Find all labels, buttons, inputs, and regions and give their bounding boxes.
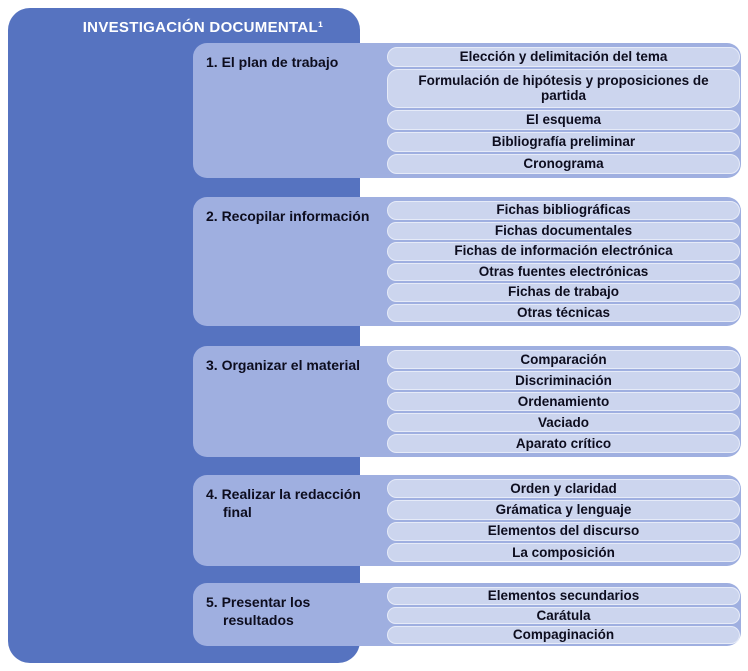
stage-item: Elementos del discurso xyxy=(387,521,740,541)
stage-item: El esquema xyxy=(387,109,740,130)
stage-item: Carátula xyxy=(387,606,740,625)
stage-item: Comparación xyxy=(387,350,740,369)
stage-item: Elección y delimitación del tema xyxy=(387,47,740,68)
stage-group-1: 1. El plan de trabajo Elección y delimit… xyxy=(193,43,741,178)
stage-label-4: 4. Realizar la redacción final xyxy=(206,486,361,521)
diagram-title: INVESTIGACIÓN DOCUMENTAL¹ xyxy=(82,19,324,36)
stage-item: Otras técnicas xyxy=(387,303,740,322)
stage-item: Fichas de trabajo xyxy=(387,283,740,302)
stage-items-4: Orden y claridad Grámatica y lenguaje El… xyxy=(387,479,740,562)
stage-items-5: Elementos secundarios Carátula Compagina… xyxy=(387,587,740,644)
stage-group-4: 4. Realizar la redacción final Orden y c… xyxy=(193,475,741,566)
stage-item: Compaginación xyxy=(387,626,740,644)
stage-item: Elementos secundarios xyxy=(387,587,740,605)
stage-item: Grámatica y lenguaje xyxy=(387,500,740,520)
stage-item: Orden y claridad xyxy=(387,479,740,499)
stage-item: Formulación de hipótesis y proposiciones… xyxy=(387,69,740,108)
stage-item: Fichas documentales xyxy=(387,221,740,240)
stage-item: Fichas de información electrónica xyxy=(387,242,740,261)
stage-item: Vaciado xyxy=(387,413,740,432)
stage-item: Discriminación xyxy=(387,371,740,390)
stage-items-2: Fichas bibliográficas Fichas documentale… xyxy=(387,201,740,322)
stage-label-3: 3. Organizar el material xyxy=(206,357,361,373)
stage-item: Otras fuentes electrónicas xyxy=(387,262,740,281)
stage-group-2: 2. Recopilar información Fichas bibliogr… xyxy=(193,197,741,326)
stage-group-3: 3. Organizar el material Comparación Dis… xyxy=(193,346,741,457)
stage-label-1: 1. El plan de trabajo xyxy=(206,54,339,70)
stage-item: Aparato crítico xyxy=(387,434,740,453)
stage-item: Fichas bibliográficas xyxy=(387,201,740,220)
stage-item: Cronograma xyxy=(387,153,740,175)
stage-items-1: Elección y delimitación del tema Formula… xyxy=(387,47,740,175)
stage-label-5: 5. Presentar los resultados xyxy=(206,594,311,629)
stage-group-5: 5. Presentar los resultados Elementos se… xyxy=(193,583,741,646)
stage-item: Ordenamiento xyxy=(387,392,740,411)
stage-items-3: Comparación Discriminación Ordenamiento … xyxy=(387,350,740,453)
stage-item: La composición xyxy=(387,542,740,562)
stage-label-2: 2. Recopilar información xyxy=(206,208,370,224)
stage-item: Bibliografía preliminar xyxy=(387,131,740,152)
